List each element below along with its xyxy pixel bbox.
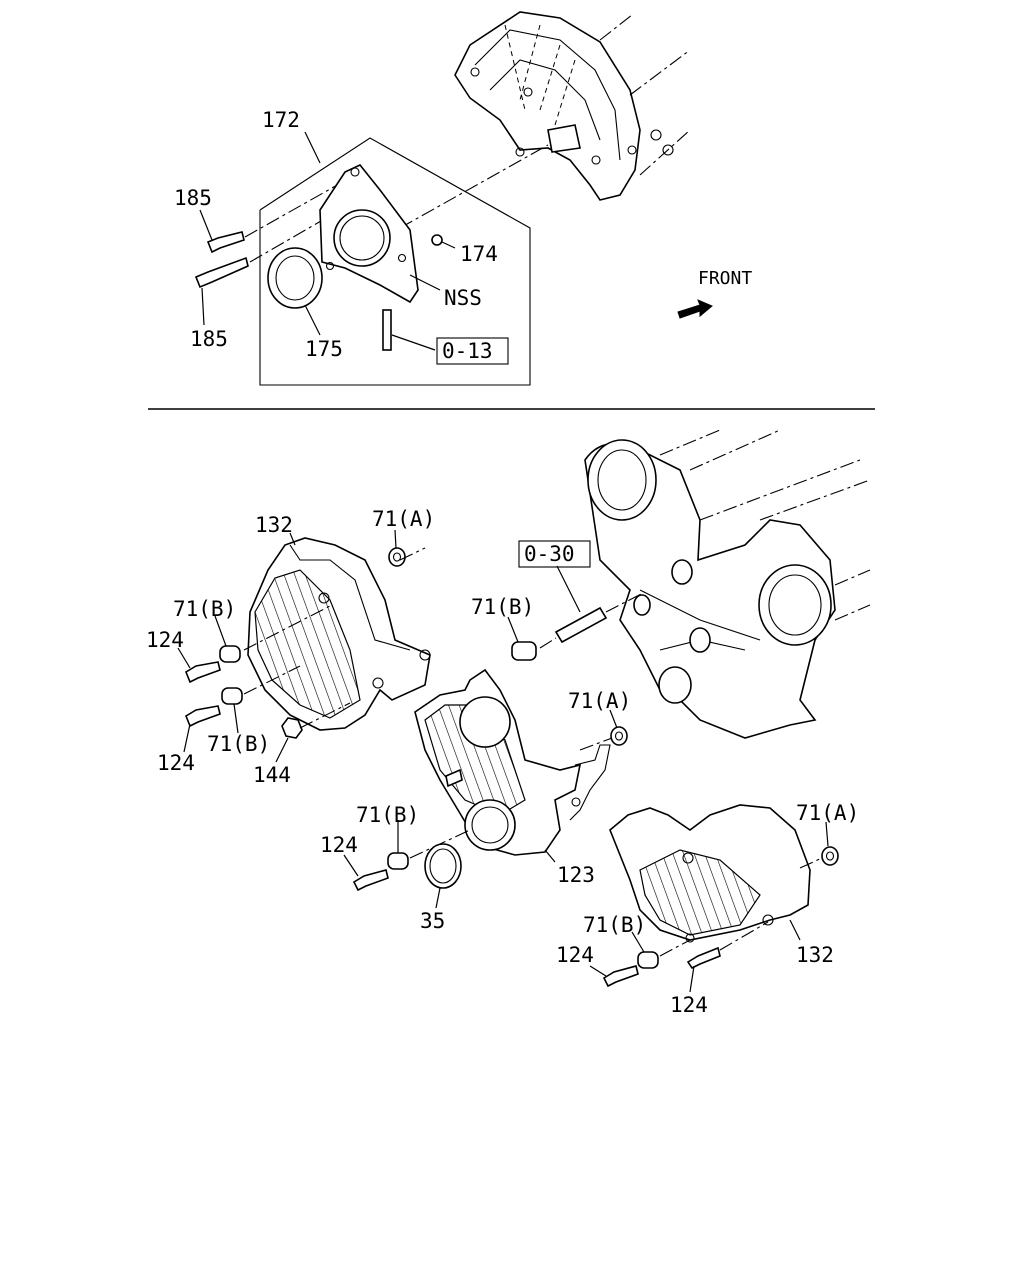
label-71a-right: 71(A) [796,801,859,825]
label-132-left: 132 [255,513,293,537]
label-185-lower: 185 [190,327,228,351]
label-35: 35 [420,909,445,933]
label-71b-left-upper: 71(B) [173,597,236,621]
washer-71a-right [821,846,839,866]
label-124-right-b: 124 [670,993,708,1017]
label-144: 144 [253,763,291,787]
collar-71b-right [637,951,659,969]
bolt-124-right-b [686,946,721,970]
front-arrow-icon [677,299,713,319]
oring-35 [424,843,462,889]
label-124-left-lower: 124 [157,751,195,775]
washer-71a-mid [610,726,628,746]
bottom-dash-lines [243,547,823,957]
front-label: FRONT [698,268,752,289]
ref-label-0-30: 0-30 [524,542,575,566]
collar-71b-center [387,852,409,870]
label-71b-mid: 71(B) [471,595,534,619]
collar-71b-mid [511,641,537,661]
top-leaders [199,131,456,351]
bolt-124-left-lower [185,705,221,728]
nut-144 [281,717,303,739]
label-124-center: 124 [320,833,358,857]
ref-box-0-13 [436,337,509,365]
washer-71a-top [388,547,406,567]
dowel-pin [382,309,392,351]
label-185-upper: 185 [174,186,212,210]
label-71a-top: 71(A) [372,507,435,531]
engine-block-bottom [584,429,871,739]
bolt-185-upper [206,231,245,254]
bottom-leaders [177,529,829,993]
label-123: 123 [557,863,595,887]
bolt-185-lower [194,256,249,289]
label-71b-center: 71(B) [356,803,419,827]
timing-cover-132-left [247,537,431,731]
label-172: 172 [262,108,300,132]
oil-seal-175 [267,247,323,309]
timing-case-123 [414,668,611,856]
ref-box-0-30 [518,540,591,568]
timing-cover-132-right [609,804,811,943]
bolt-124-left-upper [185,661,221,684]
label-124-left-upper: 124 [146,628,184,652]
ref-label-0-13: 0-13 [442,339,493,363]
label-71b-left-lower: 71(B) [207,732,270,756]
dowel-174 [431,234,443,246]
label-71a-mid: 71(A) [568,689,631,713]
engine-block-top [454,11,691,201]
front-cover-plate [319,164,419,304]
bolt-124-center [352,869,389,892]
label-175: 175 [305,337,343,361]
collar-71b-left-lower [221,687,243,705]
bolt-124-right-a [602,965,639,988]
label-132-right: 132 [796,943,834,967]
label-124-right-a: 124 [556,943,594,967]
collar-71b-left-upper [219,645,241,663]
label-71b-right: 71(B) [583,913,646,937]
label-nss: NSS [444,286,482,310]
label-174: 174 [460,242,498,266]
stud-0-30 [554,606,608,644]
